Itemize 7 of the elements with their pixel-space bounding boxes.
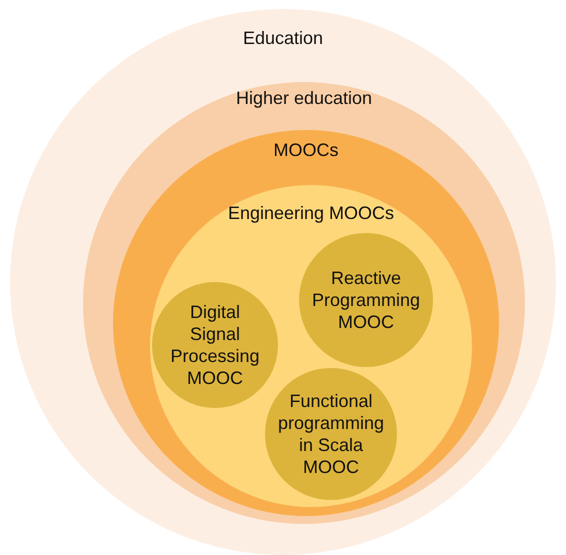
- region-label: Engineering MOOCs: [226, 203, 396, 224]
- circle-label: Reactive Programming MOOC: [310, 267, 422, 333]
- region-label: Education: [242, 28, 324, 49]
- region-label: Higher education: [234, 88, 374, 109]
- region-label: MOOCs: [272, 140, 340, 161]
- circle-label: Functional programming in Scala MOOC: [276, 390, 386, 478]
- circle-label: Digital Signal Processing MOOC: [169, 301, 261, 389]
